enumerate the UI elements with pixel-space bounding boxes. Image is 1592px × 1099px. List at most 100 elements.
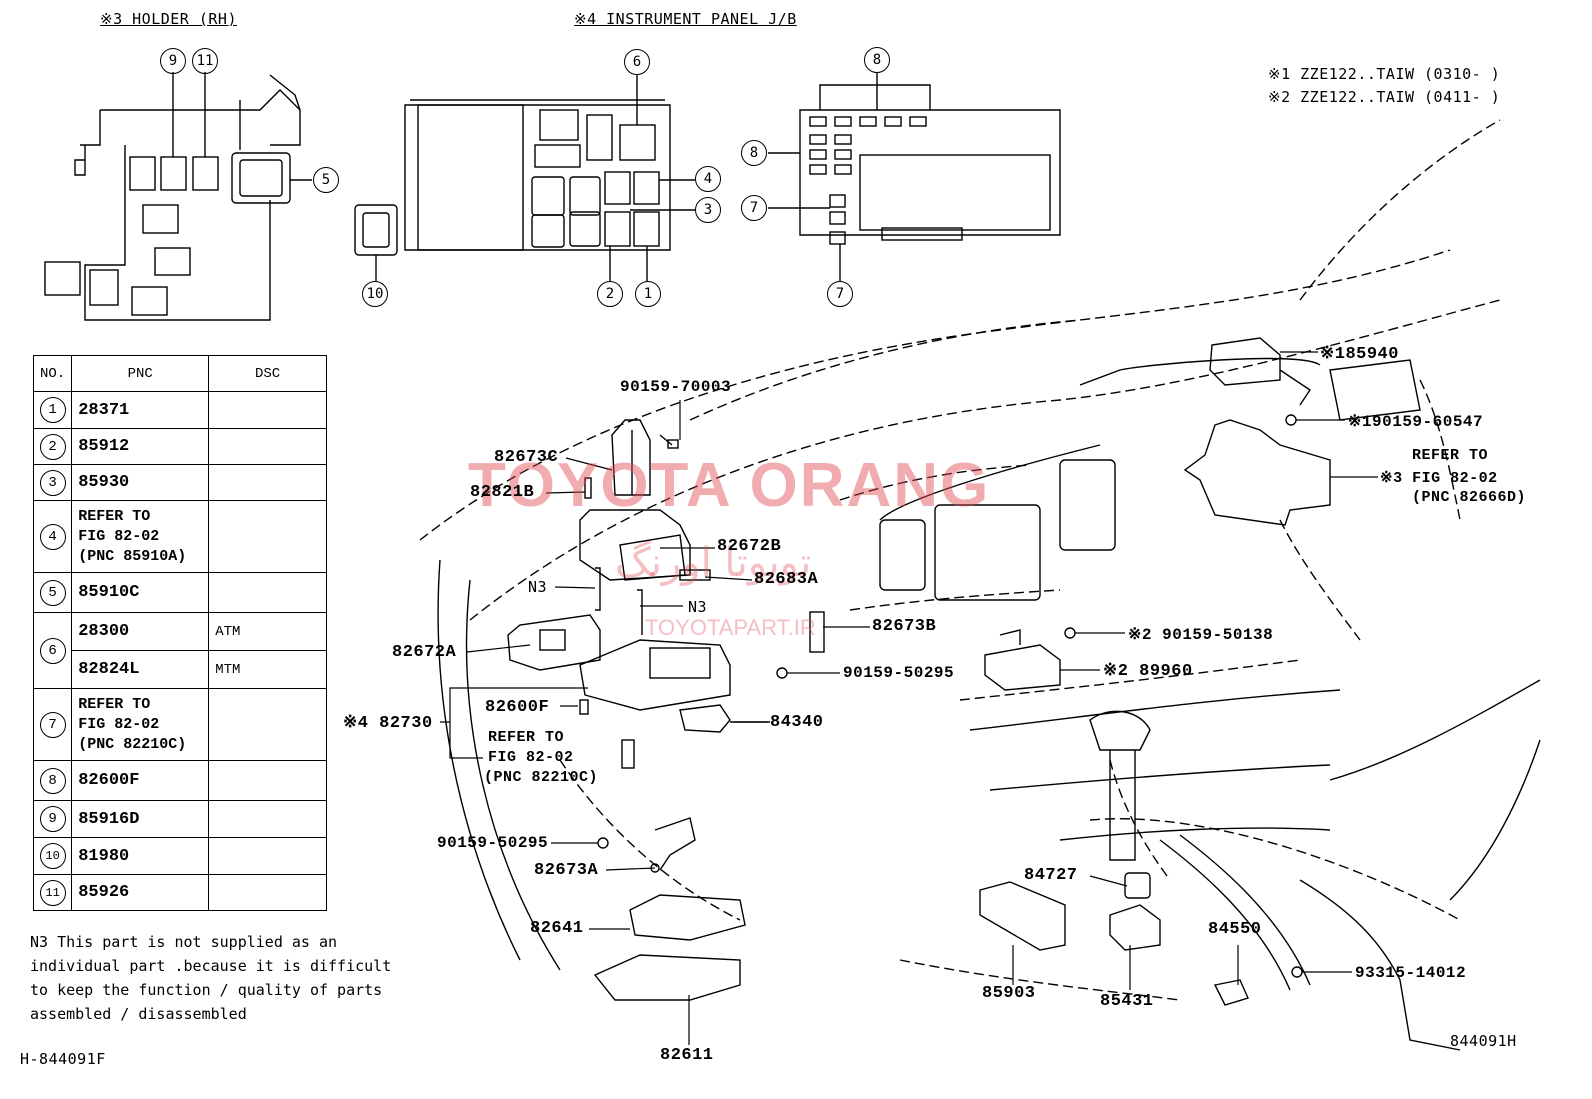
table-row: 4 REFER TO FIG 82-02 (PNC 85910A) — [32, 500, 327, 573]
row-no: 3 — [39, 469, 66, 496]
row-no: 11 — [39, 879, 66, 906]
table-row: 6 28300 ATM — [32, 612, 327, 689]
label-82611: 82611 — [660, 1046, 714, 1065]
row-pnc: 85926 — [71, 874, 210, 911]
dashboard-drawing — [419, 119, 1501, 1001]
holder-rh-title: ※3 HOLDER (RH) — [100, 10, 237, 28]
row-dsc — [208, 874, 327, 911]
footnote-line: assembled / disassembled — [30, 1005, 247, 1023]
callout-11: 11 — [192, 48, 218, 74]
table-row: 8 82600F — [32, 760, 327, 801]
row-pnc: 82824L — [71, 650, 210, 689]
callout-6: 6 — [624, 49, 650, 75]
row-dsc: MTM — [208, 650, 327, 689]
label-n3-left: N3 — [528, 578, 548, 596]
row-pnc-line: (PNC 85910A) — [78, 547, 187, 565]
row-no: 8 — [39, 767, 66, 794]
row-pnc-line: FIG 82-02 — [78, 527, 160, 545]
table-row: 5 85910C — [32, 572, 327, 613]
table-row: 9 85916D — [32, 800, 327, 838]
row-pnc: 82600F — [71, 760, 210, 801]
label-refer-82210C-line1: REFER TO — [488, 729, 565, 746]
row-pnc-line: FIG 82-02 — [78, 715, 160, 733]
parts-drawing — [507, 337, 1331, 1006]
callout-9: 9 — [160, 48, 186, 74]
watermark-main: TOYOTA ORANG — [468, 451, 991, 520]
code-bottom-left: H-844091F — [20, 1050, 106, 1068]
table-row: 3 85930 — [32, 464, 327, 501]
header-no: NO. — [32, 355, 73, 392]
label-82600F: 82600F — [485, 698, 550, 717]
row-pnc: 85910C — [71, 572, 210, 613]
row-dsc — [208, 500, 327, 573]
row-no: 4 — [39, 523, 66, 550]
leader-lines — [440, 351, 1378, 1045]
label-refer-82210C-line3: (PNC 82210C) — [484, 769, 599, 786]
row-dsc — [208, 464, 327, 501]
label-refer-82666D-line1: REFER TO — [1412, 447, 1489, 464]
row-pnc: REFER TO FIG 82-02 (PNC 82210C) — [71, 688, 210, 761]
row-dsc — [208, 428, 327, 465]
parts-table: NO. PNC DSC 1 28371 2 85912 3 85930 4 RE… — [32, 355, 327, 911]
label-n3-right: N3 — [688, 598, 708, 616]
label-84550: 84550 — [1208, 920, 1262, 939]
row-no: 10 — [39, 843, 66, 869]
footnote-line: individual part .because it is difficult — [30, 957, 392, 975]
row-no: 6 — [39, 637, 66, 664]
label-84340: 84340 — [770, 713, 824, 732]
row-pnc-line: REFER TO — [78, 507, 151, 525]
callout-7-bottom: 7 — [827, 281, 853, 307]
jb-left-view-drawing — [354, 75, 695, 282]
label-refer-82666D-line2: ※3 FIG 82-02 — [1380, 470, 1498, 487]
holder-rh-drawing — [44, 72, 312, 321]
table-row: 11 85926 — [32, 874, 327, 911]
callout-3: 3 — [695, 197, 721, 223]
legend-note-1: ※1 ZZE122..TAIW (0310- ) — [1268, 65, 1501, 83]
label-84727: 84727 — [1024, 866, 1078, 885]
footnote: N3 This part is not supplied as an indiv… — [30, 930, 391, 1026]
row-pnc: 85912 — [71, 428, 210, 465]
label-90159-70003: 90159-70003 — [620, 378, 732, 396]
row-pnc: 28300 — [71, 612, 210, 651]
label-82673A: 82673A — [534, 861, 599, 880]
row-pnc-line: (PNC 82210C) — [78, 735, 187, 753]
row-pnc-line: REFER TO — [78, 695, 151, 713]
label-85940: ※185940 — [1320, 345, 1399, 364]
label-refer-82210C-line2: FIG 82-02 — [488, 749, 574, 766]
label-93315-14012: 93315-14012 — [1355, 964, 1467, 982]
label-82641: 82641 — [530, 919, 584, 938]
label-90159-50295-upper: 90159-50295 — [843, 664, 955, 682]
row-no: 5 — [39, 579, 66, 606]
label-82673C: 82673C — [494, 448, 559, 467]
label-85431: 85431 — [1100, 992, 1154, 1011]
table-row: 2 85912 — [32, 428, 327, 465]
label-90159-50138: ※2 90159-50138 — [1128, 626, 1274, 644]
label-82821B: 82821B — [470, 483, 535, 502]
callout-8-side: 8 — [741, 140, 767, 166]
label-82730: ※4 82730 — [343, 714, 433, 733]
table-row: 10 81980 — [32, 837, 327, 875]
label-82683A: 82683A — [754, 570, 819, 589]
row-dsc — [208, 837, 327, 875]
callout-1: 1 — [635, 281, 661, 307]
legend-note-2: ※2 ZZE122..TAIW (0411- ) — [1268, 88, 1501, 106]
row-dsc: ATM — [208, 612, 327, 651]
row-dsc — [208, 391, 327, 429]
callout-2: 2 — [597, 281, 623, 307]
row-dsc — [208, 572, 327, 613]
footnote-line: N3 This part is not supplied as an — [30, 933, 338, 951]
row-no: 1 — [39, 397, 66, 423]
callout-4: 4 — [695, 166, 721, 192]
label-90159-50295-lower: 90159-50295 — [437, 834, 549, 852]
table-header-row: NO. PNC DSC — [32, 355, 327, 392]
row-pnc: REFER TO FIG 82-02 (PNC 85910A) — [71, 500, 210, 573]
label-85903: 85903 — [982, 984, 1036, 1003]
row-pnc: 81980 — [71, 837, 210, 875]
watermark-arabic: تويوتا اورنگ — [615, 540, 812, 586]
footnote-line: to keep the function / quality of parts — [30, 981, 383, 999]
row-no: 9 — [39, 806, 66, 832]
row-dsc — [208, 800, 327, 838]
jb-right-view-drawing — [768, 72, 1061, 282]
label-90159-60547: ※190159-60547 — [1348, 413, 1484, 431]
